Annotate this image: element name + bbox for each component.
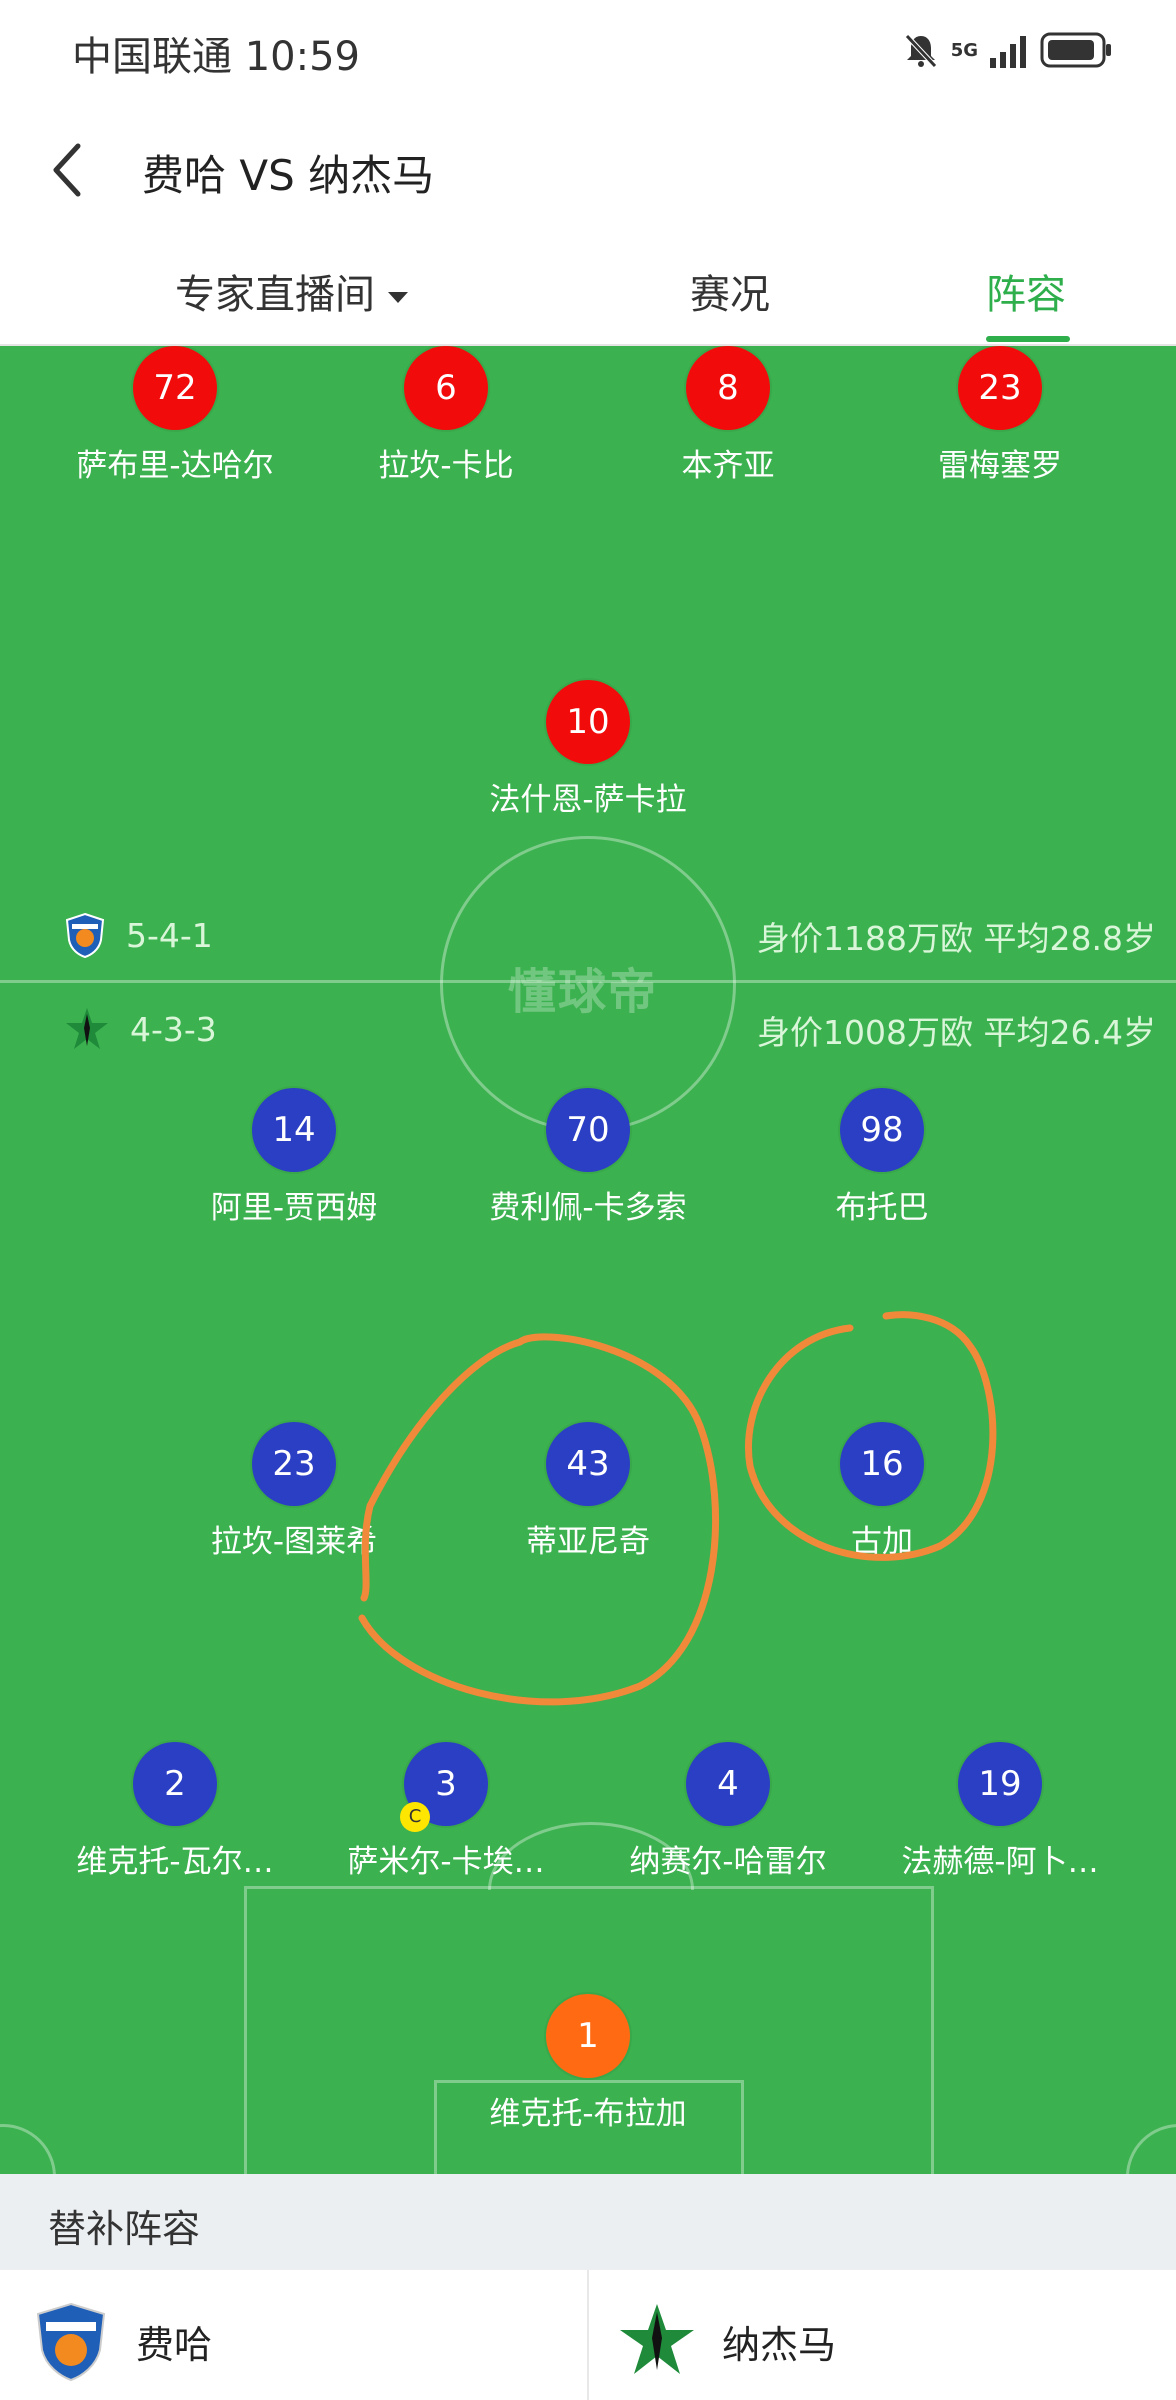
home-formation: 5-4-1 [126,915,213,955]
tab-lineup[interactable]: 阵容 [986,272,1066,318]
player-card[interactable]: 14 阿里-贾西姆 [144,1088,444,1227]
corner-arc-right [1126,2124,1176,2174]
carrier-name: 中国联通 [72,34,232,80]
player-name: 费利佩-卡多索 [489,1190,687,1226]
home-value-info: 身价1188万欧 平均28.8岁 [757,919,1156,958]
subs-header: 替补阵容 [0,2174,1176,2270]
player-number: 10 [546,680,630,764]
clock: 10:59 [244,34,360,80]
corner-arc-left [0,2124,56,2174]
player-name: 本齐亚 [681,448,775,484]
home-team-name: 费哈 [136,2322,213,2367]
player-name: 蒂亚尼奇 [526,1524,650,1560]
tab-match-status[interactable]: 赛况 [690,272,770,318]
home-formation-row: 5-4-1 [64,912,213,958]
player-number: 1 [546,1994,630,2078]
home-team-badge-icon [65,912,105,958]
player-card[interactable]: 8 本齐亚 [578,346,878,485]
network-label: 5G [950,39,978,61]
player-card[interactable]: 70 费利佩-卡多索 [438,1088,738,1227]
player-number: 2 [133,1742,217,1826]
carrier-time: 中国联通 10:59 [72,24,360,82]
battery-icon [1040,32,1111,68]
player-name: 布托巴 [835,1190,929,1226]
player-name: 拉坎-图莱希 [210,1524,378,1560]
player-card[interactable]: 6 拉坎-卡比 [296,346,596,485]
player-number: 70 [546,1088,630,1172]
player-card[interactable]: 10 法什恩-萨卡拉 [438,680,738,819]
player-number-text: 3 [435,1764,457,1804]
player-card[interactable]: 2 维克托-瓦尔… [25,1742,325,1881]
status-icons: 5G [901,28,1114,72]
team-divider [587,2270,589,2400]
active-tab-indicator [986,336,1070,342]
away-team-badge-icon [66,1008,108,1049]
player-card[interactable]: 3 C 萨米尔-卡埃… [296,1742,596,1881]
player-card[interactable]: 19 法赫德-阿卜… [850,1742,1150,1881]
subs-team-tabs: 费哈 纳杰马 [0,2270,1176,2400]
tab-label: 专家直播间 [175,272,375,318]
player-number: 23 [252,1422,336,1506]
pitch: 懂球帝 5-4-1 身价1188万欧 平均28.8岁 4-3-3 身价1008万… [0,346,1176,2174]
captain-badge: C [400,1802,430,1832]
player-card[interactable]: 23 雷梅塞罗 [850,346,1150,485]
player-name: 法赫德-阿卜… [901,1844,1099,1880]
tab-divider [0,344,1176,346]
player-card[interactable]: 1 维克托-布拉加 [438,1994,738,2133]
player-card[interactable]: 4 纳赛尔-哈雷尔 [578,1742,878,1881]
player-name: 拉坎-卡比 [378,448,514,484]
player-number: 8 [686,346,770,430]
player-name: 维克托-瓦尔… [76,1844,274,1880]
dropdown-caret-icon [387,292,408,303]
player-number: 23 [958,346,1042,430]
player-card[interactable]: 43 蒂亚尼奇 [438,1422,738,1561]
player-card[interactable]: 72 萨布里-达哈尔 [25,346,325,485]
annotation-circle-1 [358,1333,720,1706]
away-team-badge-icon [620,2304,694,2374]
away-team-name: 纳杰马 [722,2322,837,2367]
player-number: 16 [840,1422,924,1506]
player-number: 14 [252,1088,336,1172]
signal-icon [990,36,1026,68]
player-number: 3 C [400,1742,488,1832]
away-formation-row: 4-3-3 [64,1006,217,1052]
status-bar: 中国联通 10:59 5G [0,0,1176,100]
annotation-circle-2 [745,1311,997,1561]
page-title: 费哈 VS 纳杰马 [142,151,435,200]
tab-expert-live[interactable]: 专家直播间 [175,262,408,320]
mute-bell-icon [904,34,937,68]
player-name: 维克托-布拉加 [489,2096,687,2132]
subs-title: 替补阵容 [48,2207,201,2251]
player-name: 雷梅塞罗 [938,448,1062,484]
player-name: 萨米尔-卡埃… [347,1844,545,1880]
player-number: 19 [958,1742,1042,1826]
player-name: 萨布里-达哈尔 [76,448,274,484]
subs-away-team[interactable]: 纳杰马 [616,2300,836,2382]
player-card[interactable]: 98 布托巴 [732,1088,1032,1227]
player-name: 纳赛尔-哈雷尔 [629,1844,827,1880]
player-name: 法什恩-萨卡拉 [489,782,687,818]
player-number: 72 [133,346,217,430]
player-number: 98 [840,1088,924,1172]
player-number: 4 [686,1742,770,1826]
home-team-badge-icon [36,2302,106,2382]
subs-home-team[interactable]: 费哈 [30,2300,212,2382]
away-value-info: 身价1008万欧 平均26.4岁 [757,1013,1156,1052]
player-number: 43 [546,1422,630,1506]
goal-area [434,2080,744,2174]
player-number: 6 [404,346,488,430]
player-name: 阿里-贾西姆 [210,1190,378,1226]
away-formation: 4-3-3 [130,1009,217,1049]
back-arrow-icon[interactable] [48,140,88,200]
watermark-logo: 懂球帝 [508,964,659,1020]
player-card[interactable]: 23 拉坎-图莱希 [144,1422,444,1561]
